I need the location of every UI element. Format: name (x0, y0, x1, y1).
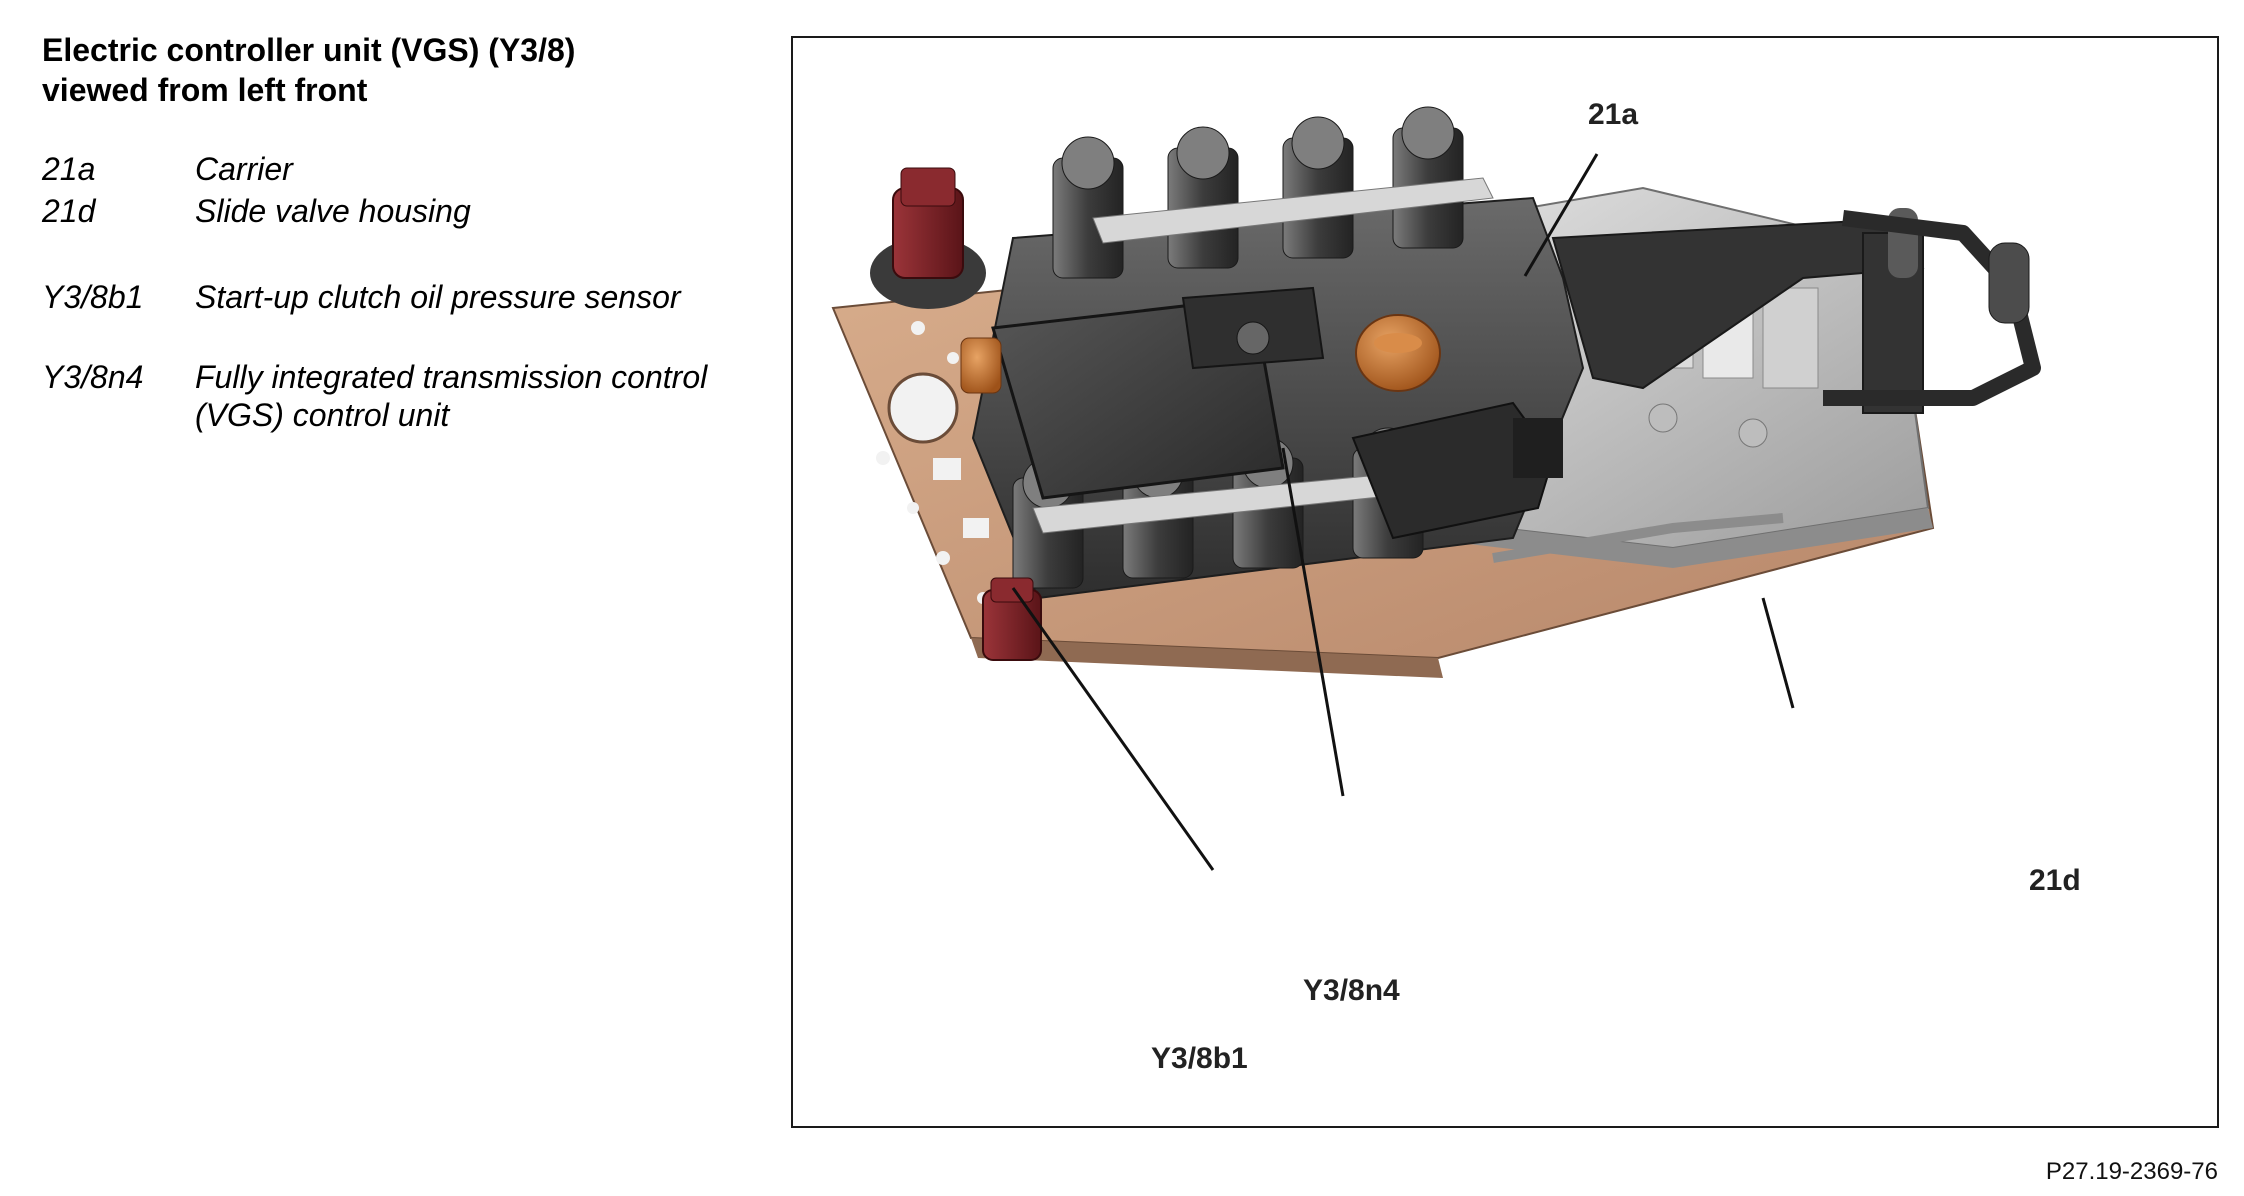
lower-bracket-arm (1492, 513, 1784, 563)
legend-code: Y3/8n4 (42, 359, 144, 395)
callout-label-21a: 21a (1588, 98, 1639, 131)
page-title-line-2: viewed from left front (42, 72, 368, 108)
callout-leader-lines (1011, 153, 1795, 871)
page-title: Electric controller unit (VGS) (Y3/8) vi… (42, 30, 722, 110)
legend-code: Y3/8b1 (42, 279, 144, 315)
retaining-bracket (1823, 210, 2041, 406)
control-unit-cover (991, 286, 1325, 500)
controller-unit-illustration (831, 106, 2041, 871)
legend-description: Fully integrated transmission control (V… (195, 359, 708, 433)
legend-code: 21a (42, 151, 96, 187)
callout-label-y38b1: Y3/8b1 (1151, 1042, 1248, 1075)
legend-description: Carrier (195, 151, 293, 187)
left-orange-plug (960, 337, 1002, 394)
callout-label-21d: 21d (2029, 864, 2081, 897)
connector-housing (1351, 401, 1563, 540)
page-title-line-1: Electric controller unit (VGS) (Y3/8) (42, 32, 576, 68)
legend-description: Slide valve housing (195, 193, 471, 229)
pressure-sensor-upper (870, 167, 986, 309)
legend-code: 21d (42, 193, 96, 229)
component-illustration-frame: 21a 21d Y3/8n4 Y3/8b1 (791, 36, 2219, 1128)
callout-label-y38n4: Y3/8n4 (1303, 974, 1400, 1007)
upper-solenoid-row (1052, 106, 1494, 279)
legend-description: Start-up clutch oil pressure sensor (195, 279, 681, 315)
startup-clutch-pressure-sensor (982, 577, 1042, 661)
pressure-regulator-cap (1355, 314, 1441, 392)
figure-reference-code: P27.19-2369-76 (2045, 1158, 2218, 1185)
